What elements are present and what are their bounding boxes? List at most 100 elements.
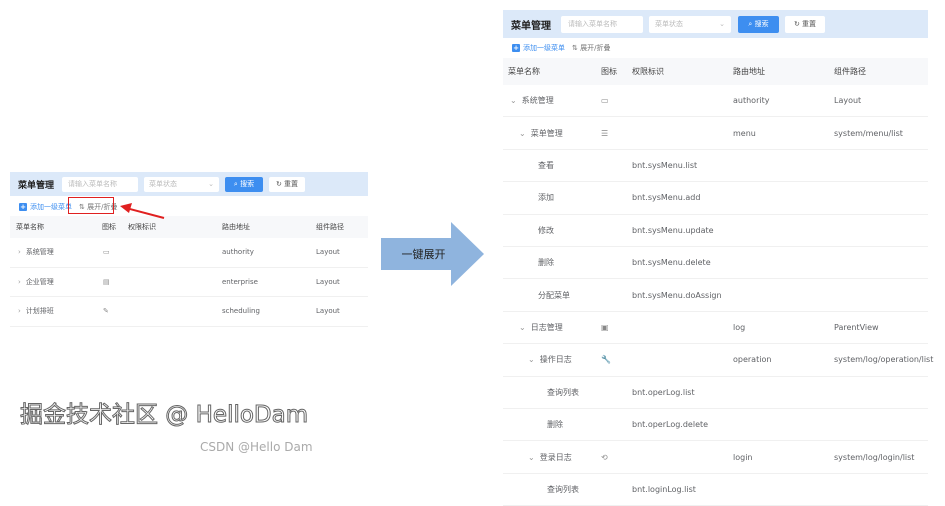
perm-code: bnt.sysMenu.delete [632, 258, 711, 268]
perm-code: bnt.operLog.list [632, 387, 695, 397]
expanded-menu-panel: 菜单管理 请输入菜单名称 菜单状态⌄ ⌕ 搜索 ↻ 重置 +添加一级菜单 ⇅ 展… [503, 10, 933, 506]
menu-status-select[interactable]: 菜单状态⌄ [649, 15, 731, 33]
arrow-label: 一键展开 [401, 248, 446, 261]
table-row[interactable]: 删除 bnt.operLog.delete [503, 409, 928, 442]
component-path: system/log/operation/list [834, 355, 934, 365]
search-button[interactable]: ⌕ 搜索 [738, 15, 779, 33]
component-path: Layout [316, 307, 340, 316]
label: 搜索 [754, 20, 769, 28]
monitor-icon: ▭ [103, 248, 110, 257]
menu-name: 系统管理 [25, 248, 54, 257]
chevron-down-icon[interactable]: ⌄ [519, 322, 526, 332]
menu-name: 查询列表 [547, 484, 579, 494]
route-path: login [733, 452, 753, 462]
add-top-menu-button[interactable]: +添加一级菜单 [512, 43, 565, 53]
col-icon: 图标 [601, 67, 617, 76]
col-perm: 权限标识 [128, 223, 156, 231]
menu-name: 日志管理 [530, 322, 563, 332]
reset-button[interactable]: ↻ 重置 [785, 15, 825, 33]
perm-code: bnt.sysMenu.add [632, 193, 701, 203]
chevron-down-icon[interactable]: ⌄ [510, 96, 517, 106]
chevron-right-icon[interactable]: › [18, 307, 21, 316]
chevron-right-icon[interactable]: › [18, 277, 21, 286]
menu-name: 分配菜单 [538, 290, 570, 300]
menu-name-input[interactable]: 请输入菜单名称 [561, 15, 643, 33]
plus-icon: + [19, 203, 27, 211]
menu-status-select[interactable]: 菜单状态⌄ [144, 176, 219, 192]
table-row[interactable]: ⌄ 操作日志 🔧 operation system/log/operation/list [503, 344, 933, 377]
label: 添加一级菜单 [523, 44, 565, 52]
col-route: 路由地址 [733, 67, 765, 76]
menu-name: 系统管理 [521, 96, 554, 106]
table-row[interactable]: 修改 bnt.sysMenu.update [503, 215, 928, 247]
menu-name: 菜单管理 [530, 128, 563, 138]
route-path: operation [733, 355, 772, 365]
chevron-down-icon[interactable]: ⌄ [528, 355, 535, 365]
expand-collapse-button[interactable]: ⇅ 展开/折叠 [79, 202, 117, 212]
plus-icon: + [512, 44, 520, 52]
table-row[interactable]: ⌄ 菜单管理 ☰ menu system/menu/list [503, 117, 928, 150]
component-path: system/menu/list [834, 128, 903, 138]
table-row[interactable]: › 企业管理 ▤ enterprise Layout [10, 268, 368, 297]
perm-code: bnt.sysMenu.list [632, 160, 698, 170]
menu-name: 删除 [547, 420, 563, 430]
component-path: Layout [316, 248, 340, 257]
expand-collapse-button[interactable]: ⇅ 展开/折叠 [572, 43, 610, 53]
watermark-sub: CSDN @Hello Dam [200, 440, 313, 454]
sort-icon: ⇅ [79, 203, 85, 211]
col-name: 菜单名称 [16, 223, 44, 231]
menu-name-input[interactable]: 请输入菜单名称 [62, 176, 138, 192]
red-pointer-arrow [120, 203, 165, 219]
col-perm: 权限标识 [632, 67, 664, 76]
table-header: 菜单名称 图标 权限标识 路由地址 组件路径 [503, 58, 928, 85]
col-route: 路由地址 [222, 223, 250, 231]
label: 展开/折叠 [87, 203, 118, 211]
chevron-down-icon[interactable]: ⌄ [519, 128, 526, 138]
component-path: Layout [316, 277, 340, 286]
list-icon: ☰ [601, 128, 609, 138]
col-component: 组件路径 [316, 223, 344, 231]
route-path: menu [733, 128, 756, 138]
route-path: enterprise [222, 277, 258, 286]
search-button[interactable]: ⌕ 搜索 [225, 176, 263, 192]
document-icon: ▤ [103, 277, 110, 286]
menu-name: 登录日志 [539, 452, 572, 462]
component-path: ParentView [834, 322, 879, 332]
sort-icon: ⇅ [572, 44, 578, 52]
search-icon: ⌕ [748, 19, 753, 28]
menu-name: 添加 [538, 193, 554, 203]
add-top-menu-button[interactable]: +添加一级菜单 [19, 202, 72, 212]
table-row[interactable]: 添加 bnt.sysMenu.add [503, 182, 928, 215]
search-bar: 菜单管理 请输入菜单名称 菜单状态⌄ ⌕ 搜索 ↻ 重置 [10, 172, 368, 196]
wrench-icon: 🔧 [601, 355, 611, 365]
chevron-right-icon[interactable]: › [18, 248, 21, 257]
menu-name: 修改 [538, 225, 554, 235]
route-path: authority [733, 96, 770, 106]
collapsed-menu-panel: 菜单管理 请输入菜单名称 菜单状态⌄ ⌕ 搜索 ↻ 重置 +添加一级菜单 ⇅ 展… [10, 172, 368, 335]
table-row[interactable]: ⌄ 登录日志 ⟲ login system/log/login/list [503, 441, 928, 474]
perm-code: bnt.sysMenu.update [632, 225, 714, 235]
chevron-down-icon: ⌄ [719, 20, 725, 28]
placeholder: 请输入菜单名称 [68, 180, 117, 188]
menu-name: 企业管理 [25, 277, 54, 286]
component-path: system/log/login/list [834, 452, 915, 462]
login-icon: ⟲ [601, 452, 608, 462]
menu-name: 计划排班 [25, 307, 54, 316]
chevron-down-icon[interactable]: ⌄ [528, 452, 535, 462]
placeholder: 请输入菜单名称 [568, 20, 617, 28]
perm-code: bnt.operLog.delete [632, 420, 709, 430]
table-header: 菜单名称 图标 权限标识 路由地址 组件路径 [10, 216, 368, 238]
reset-button[interactable]: ↻ 重置 [269, 176, 305, 192]
refresh-icon: ↻ [275, 180, 282, 188]
menu-name: 操作日志 [539, 355, 572, 365]
col-component: 组件路径 [834, 67, 866, 76]
